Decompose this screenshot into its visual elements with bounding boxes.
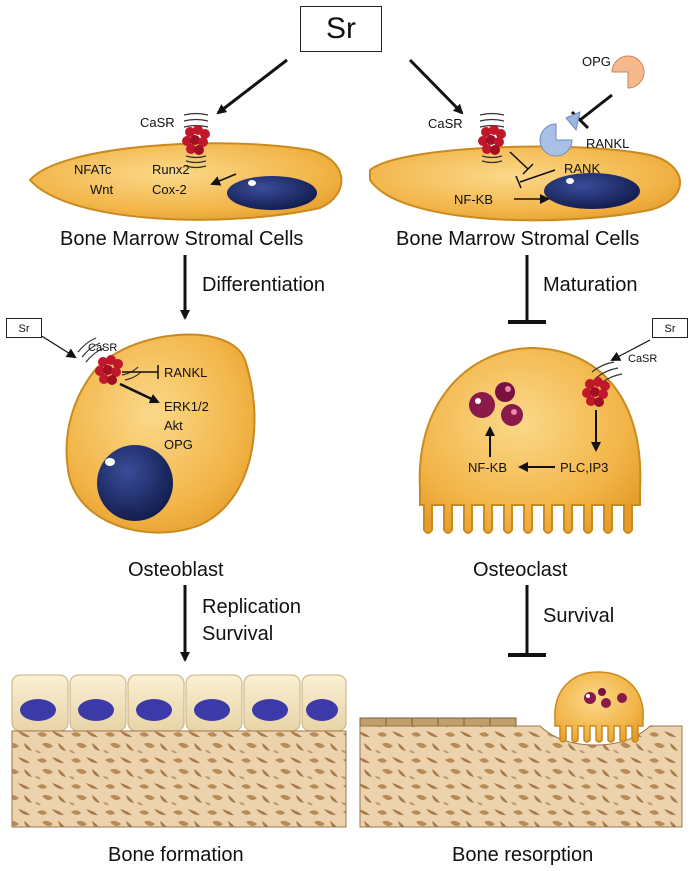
osteoclast-casr-label: CaSR [628, 353, 658, 365]
arrow-sr-to-osteoclast [610, 339, 651, 361]
right-survival-label: Survival [543, 605, 615, 627]
osteoblast-casr-label: CaSR [88, 342, 118, 354]
rankl-label: RANKL [586, 136, 630, 151]
osteoclast-nuclei [469, 382, 523, 426]
left-runx2-label: Runx2 [152, 162, 190, 177]
bone-resorption-label: Bone resorption [452, 844, 594, 866]
differentiation-label: Differentiation [202, 274, 326, 296]
osteoclast-sr-label: Sr [664, 323, 676, 335]
bone-formation-label: Bone formation [108, 844, 244, 866]
osteoblast-sr-box: Sr [6, 318, 42, 338]
osteoblast-opg-label: OPG [164, 437, 193, 452]
maturation-label: Maturation [543, 274, 638, 296]
opg-inhibits-rankl [579, 93, 613, 122]
rankl-triangle [565, 111, 581, 132]
bone-resorption-matrix [359, 725, 683, 828]
osteoblast-erk-label: ERK1/2 [164, 399, 209, 414]
resorbing-osteoclast [554, 671, 644, 743]
bone-formation-lining-cells [11, 674, 347, 732]
left-cox2-label: Cox-2 [152, 182, 187, 197]
left-wnt-label: Wnt [90, 182, 114, 197]
osteoblast-title: Osteoblast [128, 559, 224, 581]
right-nfkb-label: NF-KB [454, 192, 493, 207]
arrow-sr-to-left-stromal [216, 58, 288, 115]
rank-label: RANK [564, 161, 601, 176]
right-casr-label: CaSR [428, 116, 463, 131]
arrow-sr-to-right-stromal [408, 58, 464, 115]
osteoclast-casr-receptor [582, 361, 623, 407]
replication-label: Replication [202, 596, 301, 618]
right-stromal-title: Bone Marrow Stromal Cells [396, 228, 640, 250]
osteoblast-sr-label: Sr [18, 323, 30, 335]
opg-label: OPG [582, 54, 611, 69]
osteoclast-title: Osteoclast [473, 559, 568, 581]
arrow-sr-to-osteoblast [39, 334, 77, 359]
opg-molecule [611, 55, 645, 89]
left-stromal-casr-receptor [182, 112, 210, 169]
right-stromal-casr-receptor [478, 112, 506, 164]
left-stromal-title: Bone Marrow Stromal Cells [60, 228, 304, 250]
sr-top-label: Sr [326, 12, 356, 45]
osteoblast-rankl-label: RANKL [164, 365, 208, 380]
left-casr-label: CaSR [140, 115, 175, 130]
left-survival-label: Survival [202, 623, 274, 645]
sr-top-box: Sr [300, 6, 382, 52]
rank-receptor [539, 123, 573, 157]
left-nfatc-label: NFATc [74, 162, 112, 177]
osteoclast-cell [418, 346, 642, 534]
right-stromal-cell [369, 145, 681, 222]
osteoblast-nucleus [97, 445, 173, 521]
left-stromal-nucleus [227, 176, 317, 210]
osteoblast-casr-receptor [77, 337, 142, 385]
osteoblast-akt-label: Akt [164, 418, 183, 433]
right-stromal-nucleus [544, 173, 640, 209]
osteoblast-cell [65, 333, 256, 534]
osteoclast-nfkb-label: NF-KB [468, 460, 507, 475]
osteoclast-sr-box: Sr [652, 318, 688, 338]
arrow-to-erk [119, 382, 160, 404]
osteoclast-plc-label: PLC,IP3 [560, 460, 609, 475]
bone-formation-matrix [11, 730, 347, 828]
arrow-receptor-to-cox2 [210, 173, 237, 186]
bone-resorption-lining [359, 717, 517, 727]
left-stromal-cell [28, 142, 343, 221]
